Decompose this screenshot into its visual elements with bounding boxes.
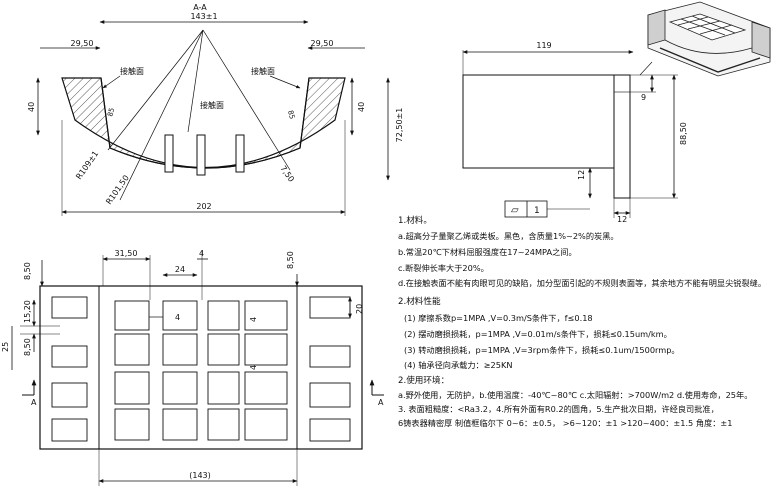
side-view: 119 88,50 9 12 12 ▱ 1 (462, 41, 688, 224)
dim-rib-right: 4 (249, 317, 258, 322)
section-view: A-A 143±1 29,50 29,50 40 40 72,50±1 (27, 3, 404, 216)
contact-label-left: 接触面 (120, 66, 144, 76)
dim-side-width: 119 (536, 41, 551, 50)
note-line: a.野外使用，无防护，b.使用温度：-40℃~80℃ c.太阳辐射：>700W/… (398, 390, 753, 400)
flatness-value: 1 (534, 206, 540, 216)
section-mark-right: A (378, 398, 384, 407)
note-line: c.断裂伸长率大于20%。 (398, 263, 489, 273)
plan-grid-cells (114, 300, 288, 441)
dim-height-right: 40 (357, 102, 366, 112)
dim-side-thickness: 12 (577, 170, 586, 180)
note-line: 6铸表器精密厚 制值框临尔下 0~6：±0.5， >6~120：±1 >120~… (398, 418, 733, 428)
dim-plan-bottom: (143) (189, 471, 211, 480)
dim-left-a: 15,20 (23, 300, 32, 323)
note-line: (3) 转动磨损损耗，p=1MPA ,V=3rpm条件下，损耗≤0.1um/15… (404, 345, 680, 355)
note-line: (1) 摩擦系数p=1MPA ,V=0.3m/S条件下，f≤0.18 (404, 313, 593, 323)
dim-side-bottom: 12 (617, 215, 627, 224)
note-line: (2) 摆动磨损损耗，p=1MPA ,V=0.01m/s条件下，损耗≤0.15u… (404, 329, 672, 339)
dim-right-top: 8,50 (286, 251, 295, 269)
dim-left-b: 8,50 (23, 338, 32, 356)
note-line: a.超高分子量聚乙烯或类板。黑色，含质量1%~2%的炭黑。 (398, 231, 619, 241)
dim-side-step: 9 (641, 93, 646, 102)
dim-height-left: 40 (27, 102, 36, 112)
dim-rib-mid: 4 (175, 313, 180, 322)
dim-cell-pitch: 31,50 (115, 249, 138, 258)
dim-radius-inner: R109±1 (74, 149, 100, 181)
section-mark-left: A (31, 398, 37, 407)
dim-angle-left: 85 (106, 107, 116, 118)
dim-left-total: 25 (1, 342, 10, 352)
dim-rib-top: 4 (199, 249, 204, 258)
dim-left-offset: 29,50 (71, 39, 94, 48)
isometric-view (647, 1, 771, 77)
dim-side-height: 88,50 (679, 122, 688, 145)
dim-radius-outer: R101,50 (104, 173, 131, 206)
note-line: 1.材料。 (398, 216, 432, 226)
note-line: 3. 表面粗糙度：<Ra3.2，4.所有外面有R0.2的圆角，5.生产批次日期，… (398, 404, 719, 414)
dim-width-top: 143±1 (190, 12, 217, 21)
note-line: 2.材料性能 (398, 297, 441, 307)
plan-side-pockets (51, 296, 351, 442)
note-line: d.在接触表面不能有肉眼可见的缺陷，加分型面引起的不规则表面等，其余地方不能有明… (398, 278, 767, 288)
plan-view: 31,50 24 4 8,50 15,20 8,50 25 A A 8,50 2… (1, 249, 384, 486)
dim-thickness: 7,50 (278, 164, 296, 184)
note-line: 2.使用环境： (398, 376, 450, 386)
note-line: (4) 轴承径向承载力：≥25KN (404, 360, 513, 370)
section-label: A-A (193, 3, 207, 12)
contact-label-right: 接触面 (251, 66, 275, 76)
dim-right-offset: 29,50 (311, 39, 334, 48)
dim-cell-width: 24 (175, 265, 185, 274)
dim-top-margin: 8,50 (23, 262, 32, 280)
note-line: b.常温20℃下材料屈服强度在17~24MPA之间。 (398, 247, 577, 257)
contact-label-mid: 接触面 (200, 100, 224, 110)
dim-height-total: 72,50±1 (395, 108, 404, 143)
dim-right-pocket: 20 (355, 304, 364, 314)
flatness-symbol: ▱ (511, 205, 519, 216)
dim-width-bottom: 202 (196, 202, 211, 211)
dim-rib-right-2: 4 (249, 365, 258, 370)
dim-angle-right: 85 (286, 109, 296, 120)
